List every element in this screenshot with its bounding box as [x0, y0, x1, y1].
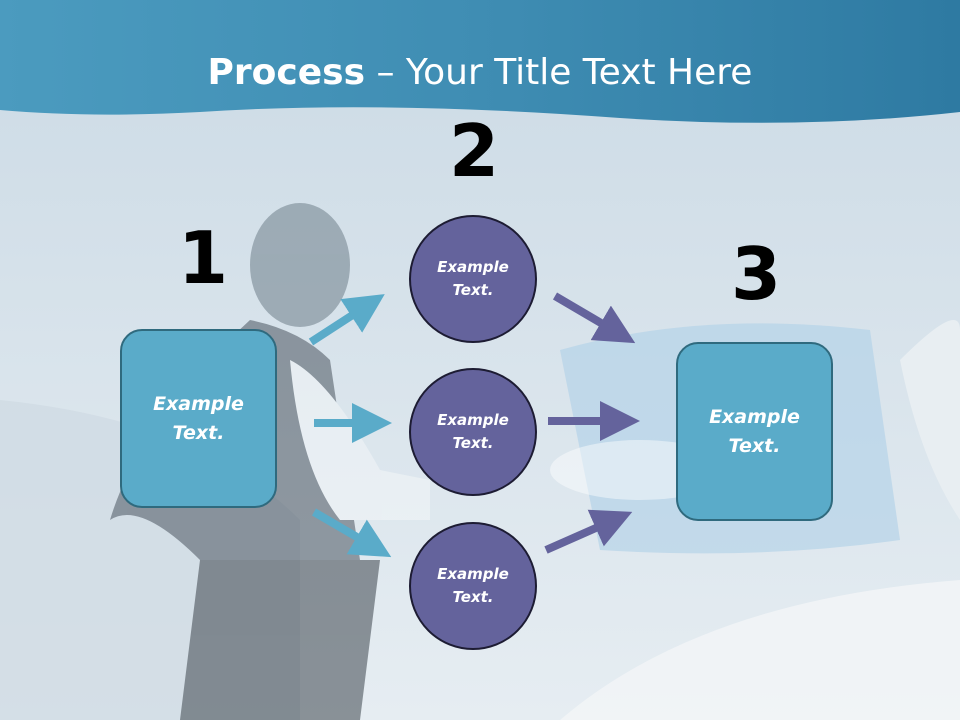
arrow-top-to-3	[552, 292, 636, 344]
circle-bottom-line1: Example	[437, 564, 509, 583]
title-rest: – Your Title Text Here	[365, 52, 753, 93]
circle-middle-line1: Example	[437, 410, 509, 429]
arrow-1-to-bottom	[311, 508, 392, 558]
arrow-bottom-to-3	[544, 509, 633, 554]
circle-middle-line2: Text.	[452, 434, 494, 452]
circle-bottom-line2: Text.	[452, 588, 494, 606]
step-number-2: 2	[449, 109, 500, 193]
circle-top-line1: Example	[437, 257, 509, 276]
page-title: Process – Your Title Text Here	[0, 52, 960, 93]
step-1-line1: Example	[153, 393, 244, 415]
title-bold: Process	[207, 52, 366, 93]
step-3-line1: Example	[709, 406, 800, 428]
arrow-1-to-top	[308, 294, 385, 346]
step-1-line2: Text.	[172, 421, 225, 444]
step-3-line2: Text.	[728, 434, 781, 457]
step-number-3: 3	[731, 232, 782, 316]
circle-top-line2: Text.	[452, 281, 494, 299]
step-number-1: 1	[178, 216, 229, 300]
